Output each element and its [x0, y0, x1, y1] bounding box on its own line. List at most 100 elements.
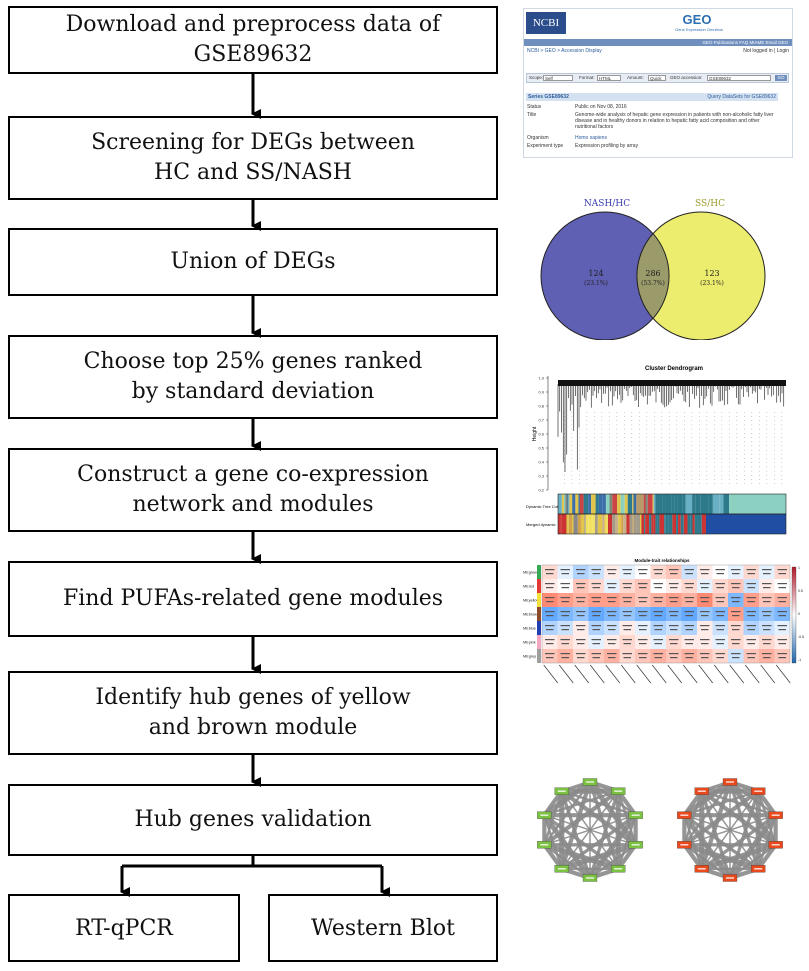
heatmap-cell-text-mark	[653, 569, 663, 571]
go-button[interactable]: GO	[775, 75, 787, 81]
format-select[interactable]: HTML	[597, 75, 621, 81]
heatmap-trait-label	[574, 664, 590, 684]
dendrogram-dot	[601, 433, 603, 434]
heatmap-cell-text-mark	[669, 653, 679, 655]
heatmap-cell	[697, 579, 713, 593]
heatmap-cell-text-mark	[639, 587, 647, 589]
network-node-label-mark	[614, 790, 623, 792]
dendrogram-dot	[781, 466, 783, 468]
dendrogram-dot	[706, 420, 708, 421]
heatmap-cell-text-mark	[747, 601, 755, 603]
dendrogram-dot	[774, 449, 775, 451]
heatmap-cell	[619, 635, 635, 649]
dendrogram-dot	[721, 462, 723, 463]
heatmap-cell	[697, 621, 713, 635]
dendrogram-dot	[766, 479, 768, 480]
heatmap-cell-text-mark	[701, 629, 709, 631]
network-edge	[561, 790, 619, 870]
dendrogram-dot	[571, 466, 573, 468]
geo-top-links[interactable]: GEO Publications FAQ MIAME Email GEO	[524, 39, 792, 46]
heatmap-module-swatch	[537, 579, 541, 593]
dendrogram-dot	[564, 479, 565, 480]
heatmap-cell-text-mark	[747, 573, 755, 575]
heatmap-cell	[557, 593, 573, 607]
merged-color-bar	[676, 514, 679, 534]
merged-color-bar	[653, 514, 656, 534]
dendrogram-dot	[744, 424, 745, 426]
heatmap-cell-text-mark	[732, 601, 740, 603]
query-datasets-link[interactable]: Query DataSets for GSE89632	[707, 94, 776, 100]
heatmap-cell	[774, 607, 790, 621]
merged-color-bar	[694, 514, 698, 534]
heatmap-cell-text-mark	[670, 643, 678, 645]
heatmap-cell-text-mark	[669, 597, 679, 599]
dendrogram-dot	[579, 412, 580, 413]
heatmap-cell-text-mark	[545, 611, 555, 613]
heatmap-module-label: MEblue	[523, 626, 536, 630]
heatmap-cell-text-mark	[561, 601, 569, 603]
merged-color-bar	[645, 514, 650, 534]
dendrogram-dot	[601, 428, 603, 430]
dendrogram-dot	[661, 449, 663, 451]
dendrogram-dot	[759, 483, 760, 484]
dendrogram-dot	[729, 475, 730, 476]
heatmap-cell-text-mark	[545, 569, 555, 571]
geo-login[interactable]: Not logged in | Login	[743, 48, 789, 54]
dendrogram-ytick: 0.3	[538, 474, 544, 479]
dendrogram-dot	[609, 424, 610, 426]
dendrogram-dot	[781, 479, 783, 480]
heatmap-cell-text-mark	[715, 569, 725, 571]
heatmap-cell-text-mark	[762, 583, 772, 585]
heatmap-cell-text-mark	[654, 573, 662, 575]
dendrogram-dot	[744, 462, 745, 463]
merged-color-bar	[668, 514, 673, 534]
dendrogram-dot	[624, 475, 625, 476]
dendrogram-dot	[691, 441, 693, 442]
amount-select[interactable]: Quick	[648, 75, 666, 81]
heatmap-cell-text-mark	[670, 573, 678, 575]
dendrogram-dot	[661, 479, 663, 480]
dendrogram-dot	[639, 445, 640, 447]
accession-input[interactable]: GSE89632	[707, 75, 771, 81]
dendrogram-dot	[699, 445, 700, 447]
heatmap-cell-text-mark	[701, 587, 709, 589]
dendrogram-dot	[759, 458, 760, 459]
dendrogram-dot	[676, 479, 678, 480]
dendrogram-dot	[601, 466, 603, 468]
heatmap-cell-text-mark	[731, 569, 741, 571]
dendrogram-dot	[721, 416, 723, 417]
heatmap-cell-text-mark	[622, 583, 632, 585]
dendrogram-dot	[601, 462, 603, 463]
dendrogram-dot	[646, 449, 648, 451]
dendrogram-dot	[781, 424, 783, 426]
dendrogram-ytick: 0.5	[538, 446, 544, 451]
dendrogram-dot	[616, 483, 618, 484]
dendrogram-dot	[654, 416, 655, 417]
dendrogram-dot	[781, 449, 783, 451]
dendrogram-dot	[594, 433, 595, 434]
heatmap-cell-text-mark	[576, 583, 586, 585]
heatmap-cell	[588, 565, 604, 579]
dendrogram-dot	[661, 466, 663, 468]
dendrogram-dot	[631, 462, 633, 463]
organism-link[interactable]: Homo sapiens	[575, 135, 607, 141]
dendrogram-dot	[699, 470, 700, 472]
dendrogram-dot	[624, 424, 625, 426]
heatmap-cell-text-mark	[560, 625, 570, 627]
heatmap-legend-tick: -1	[798, 658, 801, 662]
heatmap-cell	[619, 565, 635, 579]
scope-select[interactable]: Self	[543, 75, 573, 81]
dendrogram-dot	[594, 479, 595, 480]
brown-module-network	[677, 778, 783, 882]
merged-color-bar	[644, 514, 646, 534]
dendrogram-dot	[639, 483, 640, 484]
merged-color-bar	[615, 514, 619, 534]
dendrogram-dot	[646, 420, 648, 421]
dendrogram-dot	[624, 428, 625, 430]
dendrogram-dot	[774, 445, 775, 447]
heatmap-cell	[650, 565, 666, 579]
venn-left-label: NASH/HC	[584, 199, 630, 209]
heatmap-cell-text-mark	[622, 639, 632, 641]
dendrogram-dot	[676, 454, 678, 455]
geo-breadcrumb[interactable]: NCBI > GEO > Accession Display	[527, 48, 602, 54]
